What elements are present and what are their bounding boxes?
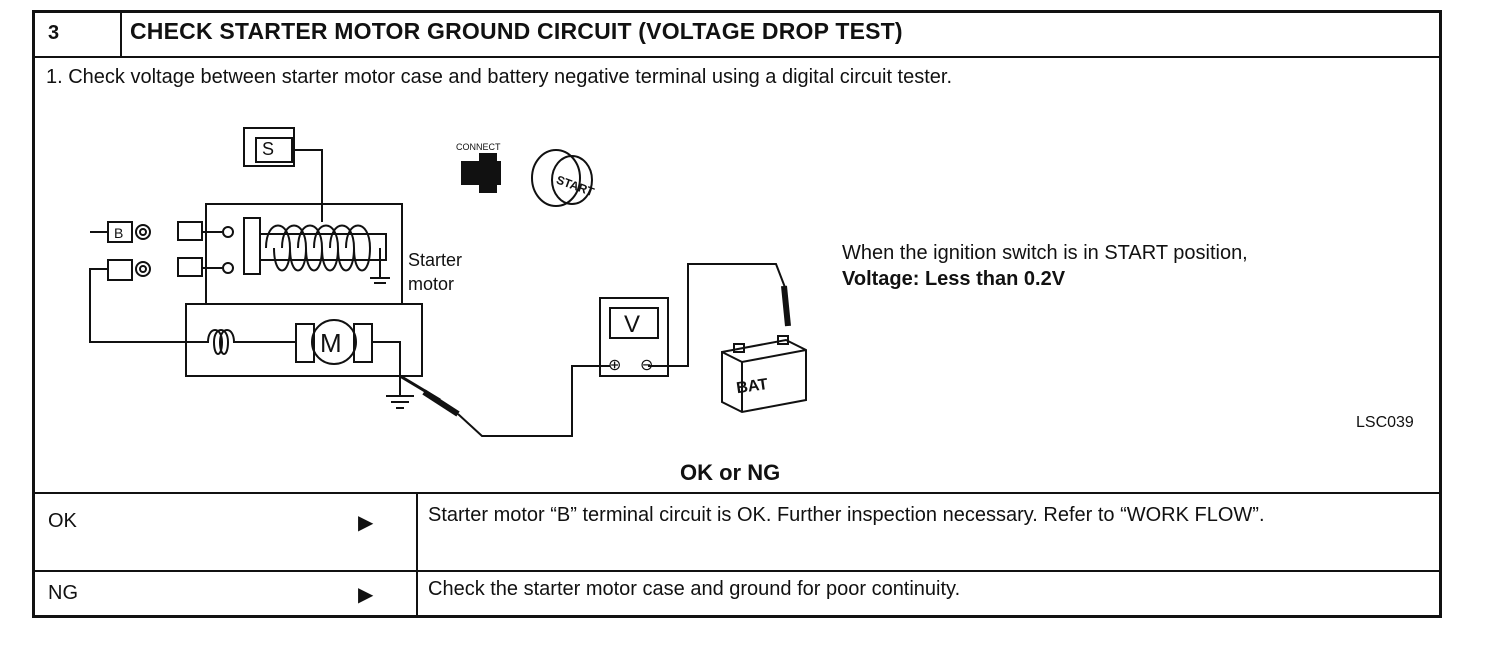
motor-housing: [185, 303, 423, 377]
voltmeter-body: [599, 297, 669, 377]
ok-label: OK: [48, 510, 77, 532]
result-divider-top: [32, 492, 1442, 494]
ng-label: NG: [48, 582, 78, 604]
result-divider-middle: [32, 570, 1442, 572]
ng-result-text: Check the starter motor case and ground …: [428, 578, 961, 600]
positive-probe-lead: [648, 263, 787, 367]
s-terminal-outer: [243, 127, 295, 167]
motor-label: M: [320, 328, 342, 358]
negative-probe-lead: [457, 365, 610, 437]
ok-result-text: Starter motor “B” terminal circuit is OK…: [428, 504, 1265, 526]
condition-text: When the ignition switch is in START pos…: [842, 242, 1248, 264]
header-divider: [32, 56, 1442, 58]
b-terminal-label: B: [114, 225, 123, 241]
voltage-spec: Voltage: Less than 0.2V: [842, 268, 1066, 290]
figure-id: LSC039: [1356, 414, 1414, 431]
field-wire: [89, 268, 198, 343]
solenoid-coil: [265, 224, 372, 272]
field-coil: [198, 329, 246, 355]
start-key-icon: [531, 149, 581, 207]
ok-arrow-icon: ▶: [358, 512, 374, 534]
s-terminal-label: S: [262, 139, 274, 159]
step-number: 3: [48, 22, 60, 44]
s-wire: [294, 149, 323, 222]
voltmeter-negative-terminal: ⊖: [640, 355, 653, 374]
result-column-divider: [416, 492, 418, 618]
solenoid-housing: [205, 203, 403, 305]
connect-label: CONNECT: [456, 142, 501, 152]
voltmeter-display: [609, 307, 659, 339]
instruction-text: 1. Check voltage between starter motor c…: [46, 66, 953, 88]
step-number-divider: [120, 10, 122, 57]
contact-upper: [177, 221, 203, 241]
battery-body: [721, 338, 807, 414]
b-terminal-box: [107, 221, 133, 243]
ng-arrow-icon: ▶: [358, 584, 374, 606]
voltmeter-label: V: [624, 311, 640, 338]
battery-label: BAT: [735, 376, 769, 397]
step-title: CHECK STARTER MOTOR GROUND CIRCUIT (VOLT…: [130, 18, 903, 44]
voltmeter-positive-terminal: ⊕: [608, 355, 621, 374]
starter-motor-label-line2: motor: [408, 274, 455, 294]
result-prompt: OK or NG: [680, 460, 781, 485]
contact-lower: [177, 257, 203, 277]
procedure-table: [32, 10, 1442, 618]
plunger: [243, 217, 261, 275]
s-terminal-inner: [255, 137, 293, 163]
starter-motor-label-line1: Starter: [408, 250, 463, 270]
motor-symbol: [311, 319, 357, 365]
connect-icon: [461, 153, 501, 193]
